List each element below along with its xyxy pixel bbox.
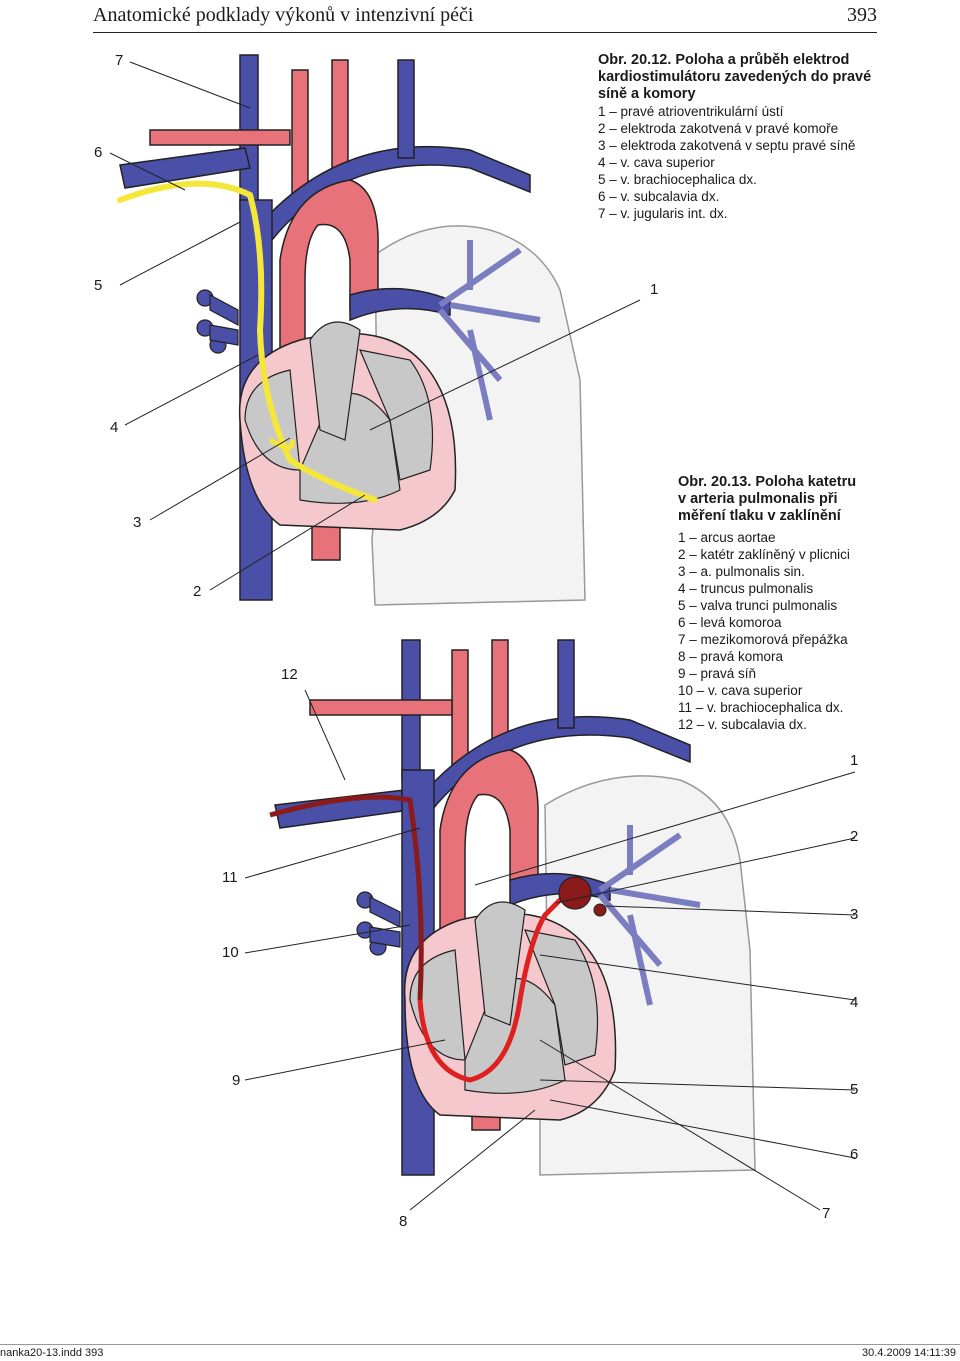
fig1-label-5: 5 [94, 277, 103, 294]
fig2-label-7: 7 [822, 1205, 831, 1222]
pacing-electrode-branch [268, 437, 295, 450]
fig1-legend-item: 5 – v. brachiocephalica dx. [598, 172, 757, 187]
subclavian-artery [149, 129, 291, 146]
septum-valve-2 [474, 901, 526, 1026]
carotid-artery [291, 69, 309, 201]
fig2-label-12: 12 [281, 666, 298, 683]
fig2-label-5: 5 [850, 1081, 859, 1098]
lung-vessel-branches-2 [597, 825, 701, 1006]
pacing-electrode [117, 180, 378, 503]
lung-vessel-branches [437, 240, 541, 421]
fig2-legend-item: 9 – pravá síň [678, 666, 757, 681]
fig2-label-2: 2 [850, 828, 859, 845]
fig2-legend-item: 6 – levá komoroa [678, 615, 782, 630]
fig1-legend-item: 7 – v. jugularis int. dx. [598, 206, 728, 221]
fig2-label-10: 10 [222, 944, 239, 961]
fig2-label-9: 9 [232, 1072, 241, 1089]
left-ventricle [358, 349, 434, 481]
septum-valve [309, 321, 361, 441]
fig1-label-2: 2 [193, 583, 202, 600]
fig2-label-4: 4 [850, 994, 859, 1011]
fig1-legend-item: 3 – elektroda zakotvená v septu pravé sí… [598, 138, 856, 153]
fig2-legend-item: 12 – v. subcalavia dx. [678, 717, 807, 732]
fig2-legend-item: 4 – truncus pulmonalis [678, 581, 814, 596]
figure-1-leader-lines [109, 61, 641, 591]
fig2-label-3: 3 [850, 906, 859, 923]
header-title: Anatomické podklady výkonů v intenzivní … [93, 4, 474, 26]
fig2-legend-item: 10 – v. cava superior [678, 683, 803, 698]
figure-2-illustration [244, 639, 856, 1211]
fig1-legend-item: 2 – elektroda zakotvená v pravé komoře [598, 121, 839, 136]
figure-1-caption: Obr. 20.12. Poloha a průběh elektrod kar… [598, 52, 888, 222]
left-jugular [397, 59, 415, 159]
fig1-legend-item: 1 – pravé atrioventrikulární ústí [598, 104, 784, 119]
fig2-label-1: 1 [850, 752, 859, 769]
figure-2-caption: Obr. 20.13. Poloha katetru v arteria pul… [678, 474, 938, 733]
fig2-legend-item: 1 – arcus aortae [678, 530, 776, 545]
fig1-title-line: síně a komory [598, 86, 696, 102]
fig2-title-line: v arteria pulmonalis při [678, 491, 838, 507]
fig1-label-6: 6 [94, 144, 103, 161]
pulmonary-artery [349, 287, 451, 322]
fig2-label-6: 6 [850, 1146, 859, 1163]
fig2-title-line: měření tlaku v zaklínění [678, 508, 841, 524]
pulmonary-veins-left-2 [356, 891, 401, 956]
fig2-legend-item: 11 – v. brachiocephalica dx. [678, 700, 844, 715]
catheter-tip [593, 903, 607, 917]
fig2-label-8: 8 [399, 1213, 408, 1230]
subclavian-vein [119, 147, 251, 189]
fig1-label-3: 3 [133, 514, 142, 531]
fig2-title-line: Obr. 20.13. Poloha katetru [678, 474, 857, 490]
fig1-label-7: 7 [115, 52, 124, 69]
pulmonary-catheter-dark [269, 794, 424, 1001]
footer-timestamp: 30.4.2009 14:11:39 [862, 1347, 956, 1359]
fig2-legend-item: 3 – a. pulmonalis sin. [678, 564, 805, 579]
fig1-legend-item: 6 – v. subcalavia dx. [598, 189, 720, 204]
footer-filename: nanka20-13.indd 393 [0, 1347, 104, 1359]
subclavian-artery-2 [309, 699, 453, 716]
carotid-artery-2 [451, 649, 469, 771]
fig2-label-11: 11 [222, 869, 238, 886]
print-footer: nanka20-13.indd 393 30.4.2009 14:11:39 [0, 1344, 960, 1361]
fig1-label-4: 4 [110, 419, 119, 436]
page-number: 393 [847, 4, 877, 26]
running-header: Anatomické podklady výkonů v intenzivní … [93, 4, 877, 33]
fig2-legend-item: 5 – valva trunci pulmonalis [678, 598, 838, 613]
fig2-legend-item: 2 – katétr zaklíněný v plicnici [678, 547, 850, 562]
left-ventricle-2 [524, 929, 599, 1066]
fig1-title-line: Obr. 20.12. Poloha a průběh elektrod [598, 52, 850, 68]
fig1-label-1: 1 [650, 281, 659, 298]
fig2-legend-item: 8 – pravá komora [678, 649, 784, 664]
figure-1-illustration [109, 54, 641, 606]
catheter-balloon [558, 876, 592, 910]
pulmonary-catheter-red [417, 893, 567, 1083]
figure-2-leader-lines [244, 689, 856, 1211]
left-jugular-2 [557, 639, 575, 729]
fig1-legend-item: 4 – v. cava superior [598, 155, 715, 170]
fig2-legend-item: 7 – mezikomorová přepážka [678, 632, 848, 647]
pulmonary-veins-left [196, 289, 239, 354]
fig1-title-line: kardiostimulátoru zavedených do pravé [598, 69, 872, 85]
